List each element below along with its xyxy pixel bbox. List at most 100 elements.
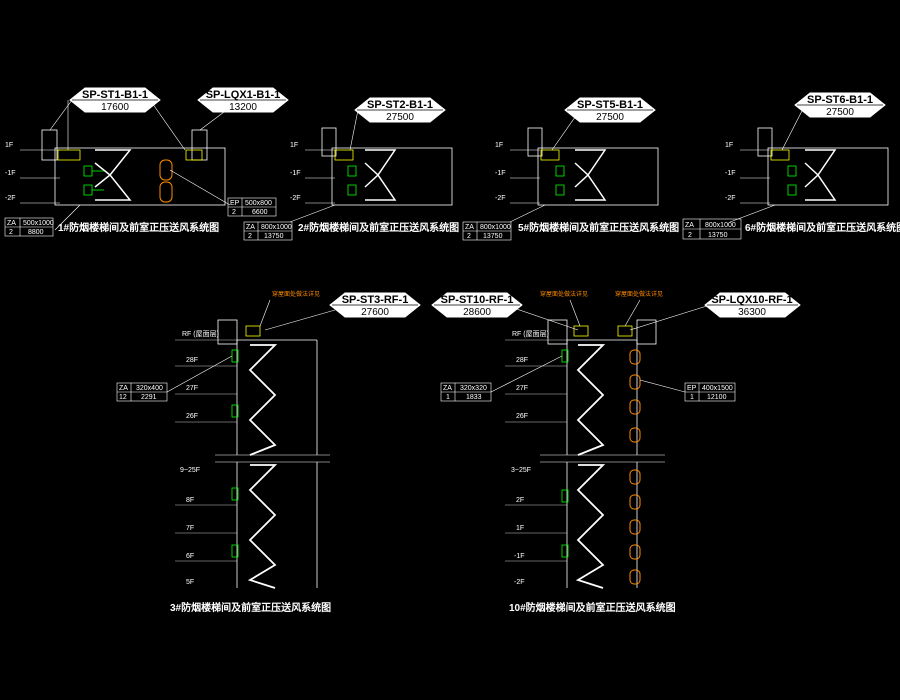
tag-value: 27600 [361, 307, 389, 318]
tag-sp-st2-b1-1[interactable]: SP-ST2-B1-1 27500 [354, 97, 446, 123]
floor-label: -1F [5, 170, 16, 177]
svg-text:ZA: ZA [685, 222, 694, 229]
svg-text:-1F: -1F [514, 553, 525, 560]
tag-title: SP-ST1-B1-1 [82, 89, 148, 101]
tag-sp-st10-rf-1[interactable]: SP-ST10-RF-1 28600 [431, 292, 523, 318]
diagram-3: RF (屋面层) 28F 27F 26F 9~25F 8F 7F 6F 5F 穿… [116, 290, 336, 614]
duct-outlets [629, 349, 641, 585]
diagram-caption: 5#防烟楼梯间及前室正压送风系统图 [518, 221, 679, 234]
svg-text:5F: 5F [186, 579, 194, 586]
spec-table: EP 500x800 2 6600 [227, 197, 277, 217]
floor-label: 1F [5, 142, 13, 149]
svg-text:800x1000: 800x1000 [705, 222, 736, 229]
fan-icon [636, 319, 657, 345]
floor-label: -2F [290, 195, 301, 202]
diagram-1: 1F -1F -2F ZA 500x1000 2 88 [4, 99, 277, 237]
svg-text:1: 1 [690, 394, 694, 401]
tag-value: 27500 [386, 112, 414, 123]
svg-text:27F: 27F [186, 385, 198, 392]
tag-title: SP-ST3-RF-1 [342, 294, 409, 306]
floor-labels: RF (屋面层) 28F 27F 26F 3~25F 2F 1F -1F -2F [511, 330, 549, 586]
svg-text:320x400: 320x400 [136, 385, 163, 392]
tag-sp-st5-b1-1[interactable]: SP-ST5-B1-1 27500 [564, 97, 656, 123]
spec-table: ZA 500x1000 2 8800 [4, 217, 54, 237]
damper-icon [185, 149, 203, 161]
spec-table: ZA 800x1000 2 13750 [243, 221, 293, 241]
fan-icon [527, 127, 543, 157]
tag-sp-st3-rf-1[interactable]: SP-ST3-RF-1 27600 [329, 292, 421, 318]
note-text: 穿屋面处做法详见 [272, 290, 320, 298]
diagram-10: RF (屋面层) 28F 27F 26F 3~25F 2F 1F -1F -2F… [440, 290, 736, 614]
svg-text:28F: 28F [186, 357, 198, 364]
spec-table: EP 400x1500 1 12100 [684, 382, 736, 402]
spec-table: ZA 800x1000 2 13750 [462, 221, 512, 241]
damper-icon [770, 149, 790, 161]
svg-text:13750: 13750 [708, 232, 728, 239]
tag-value: 27500 [826, 107, 854, 118]
svg-text:6F: 6F [186, 553, 194, 560]
damper-icon [573, 325, 589, 337]
svg-text:2: 2 [467, 233, 471, 240]
tag-title: SP-LQX1-B1-1 [206, 89, 281, 101]
fan-icon [321, 127, 337, 157]
svg-text:2: 2 [232, 209, 236, 216]
svg-text:400x1500: 400x1500 [702, 385, 733, 392]
tag-sp-lqx10-rf-1[interactable]: SP-LQX10-RF-1 36300 [704, 292, 801, 318]
svg-text:RF (屋面层): RF (屋面层) [182, 330, 219, 338]
svg-text:26F: 26F [186, 413, 198, 420]
tag-title: SP-ST2-B1-1 [367, 99, 433, 111]
tag-title: SP-ST6-B1-1 [807, 94, 873, 106]
tag-value: 17600 [101, 102, 129, 113]
floor-labels: RF (屋面层) 28F 27F 26F 9~25F 8F 7F 6F 5F [180, 330, 219, 586]
floor-label: 1F [725, 142, 733, 149]
svg-text:26F: 26F [516, 413, 528, 420]
svg-text:800x1000: 800x1000 [480, 224, 511, 231]
svg-text:8F: 8F [186, 497, 194, 504]
svg-text:13750: 13750 [483, 233, 503, 240]
damper-icon [334, 149, 354, 161]
note-text: 穿屋面处做法详见 [615, 290, 663, 298]
svg-text:12100: 12100 [707, 394, 727, 401]
tag-sp-lqx1-b1-1[interactable]: SP-LQX1-B1-1 13200 [197, 87, 289, 113]
tag-sp-st1-b1-1[interactable]: SP-ST1-B1-1 17600 [69, 87, 161, 113]
svg-text:ZA: ZA [246, 224, 255, 231]
floor-label: -2F [5, 195, 16, 202]
fan-icon [217, 319, 238, 345]
svg-text:2291: 2291 [141, 394, 157, 401]
diagram-5: 1F -1F -2F ZA 800x1000 2 13750 5#防烟楼梯间及前… [462, 109, 679, 241]
tag-value: 36300 [738, 307, 766, 318]
tag-value: 13200 [229, 102, 257, 113]
spec-table: ZA 800x1000 2 13750 [682, 218, 742, 240]
svg-text:EP: EP [687, 385, 697, 392]
svg-text:ZA: ZA [7, 220, 16, 227]
svg-text:1: 1 [446, 394, 450, 401]
svg-text:ZA: ZA [443, 385, 452, 392]
svg-text:-2F: -2F [514, 579, 525, 586]
svg-text:ZA: ZA [119, 385, 128, 392]
svg-text:EP: EP [230, 200, 240, 207]
tag-title: SP-LQX10-RF-1 [711, 294, 792, 306]
svg-text:13750: 13750 [264, 233, 284, 240]
svg-text:3~25F: 3~25F [511, 467, 531, 474]
svg-text:1833: 1833 [466, 394, 482, 401]
fan-icon [547, 319, 568, 345]
svg-text:12: 12 [119, 394, 127, 401]
svg-text:8800: 8800 [28, 229, 44, 236]
floor-label: -1F [290, 170, 301, 177]
svg-text:2: 2 [248, 233, 252, 240]
floor-label: 1F [495, 142, 503, 149]
svg-text:1F: 1F [516, 525, 524, 532]
diagram-caption: 10#防烟楼梯间及前室正压送风系统图 [509, 601, 676, 614]
floor-label: -2F [725, 195, 736, 202]
diagram-caption: 6#防烟楼梯间及前室正压送风系统图 [745, 221, 900, 234]
floor-label: -1F [725, 170, 736, 177]
svg-text:2: 2 [9, 229, 13, 236]
spec-table: ZA 320x400 12 2291 [116, 382, 168, 402]
svg-text:500x1000: 500x1000 [23, 220, 54, 227]
damper-icon [540, 149, 560, 161]
spec-table: ZA 320x320 1 1833 [440, 382, 492, 402]
tag-value: 27500 [596, 112, 624, 123]
diagram-caption: 2#防烟楼梯间及前室正压送风系统图 [298, 221, 459, 234]
diagram-caption: 1#防烟楼梯间及前室正压送风系统图 [58, 221, 219, 234]
tag-sp-st6-b1-1[interactable]: SP-ST6-B1-1 27500 [794, 92, 886, 118]
